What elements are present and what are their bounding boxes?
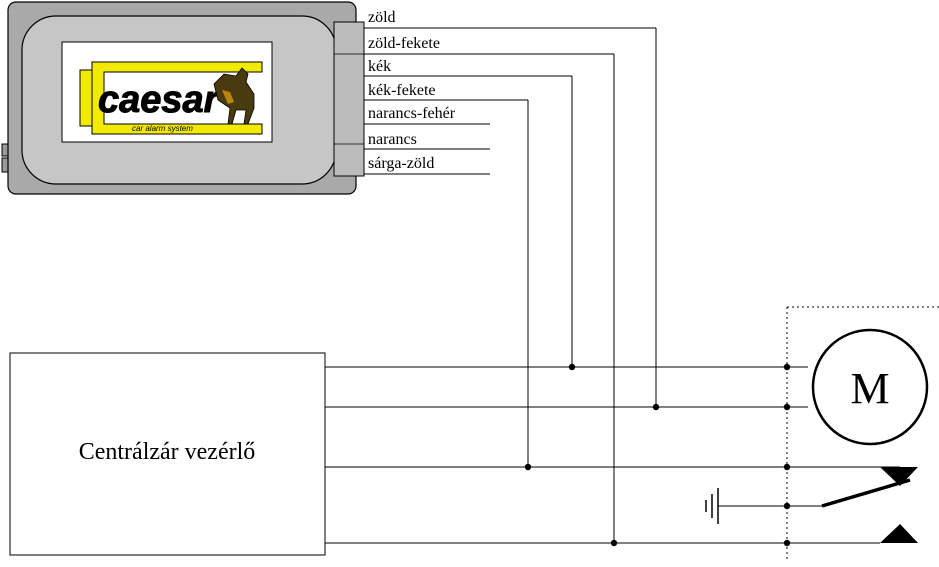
actuator-boundary [786, 306, 939, 562]
dog-mascot-icon [213, 67, 255, 125]
wire-labels: zöld zöld-fekete kék kék-fekete narancs-… [364, 9, 656, 175]
wire-label-narancs-feher: narancs-fehér [368, 105, 456, 122]
wire-label-zold: zöld [368, 9, 396, 26]
central-lock-controller: Centrálzár vezérlő [9, 352, 326, 556]
junction-dot [568, 363, 576, 371]
motor-label: M [850, 364, 889, 413]
drop-wires [527, 28, 657, 543]
wire-label-zold-fekete: zöld-fekete [368, 35, 440, 52]
limit-switch-icon [787, 467, 918, 543]
wire-label-kek: kék [368, 58, 391, 75]
controller-label: Centrálzár vezérlő [79, 439, 256, 465]
logo-text: caesar [98, 79, 221, 121]
logo-subtitle: car alarm system [132, 124, 193, 133]
junction-dot [652, 403, 660, 411]
caesar-logo: caesar car alarm system [61, 41, 273, 143]
motor: M [811, 328, 929, 446]
junction-dot [524, 463, 532, 471]
wire-label-sarga-zold: sárga-zöld [368, 155, 434, 172]
module-connector [333, 21, 365, 177]
wire-label-narancs: narancs [368, 131, 417, 148]
junction-dot [610, 539, 618, 547]
motor-icon [811, 328, 929, 446]
wire-label-kek-fekete: kék-fekete [368, 82, 436, 99]
alarm-module: caesar car alarm system [1, 1, 365, 195]
junctions [524, 363, 791, 547]
ground-icon [705, 488, 787, 524]
